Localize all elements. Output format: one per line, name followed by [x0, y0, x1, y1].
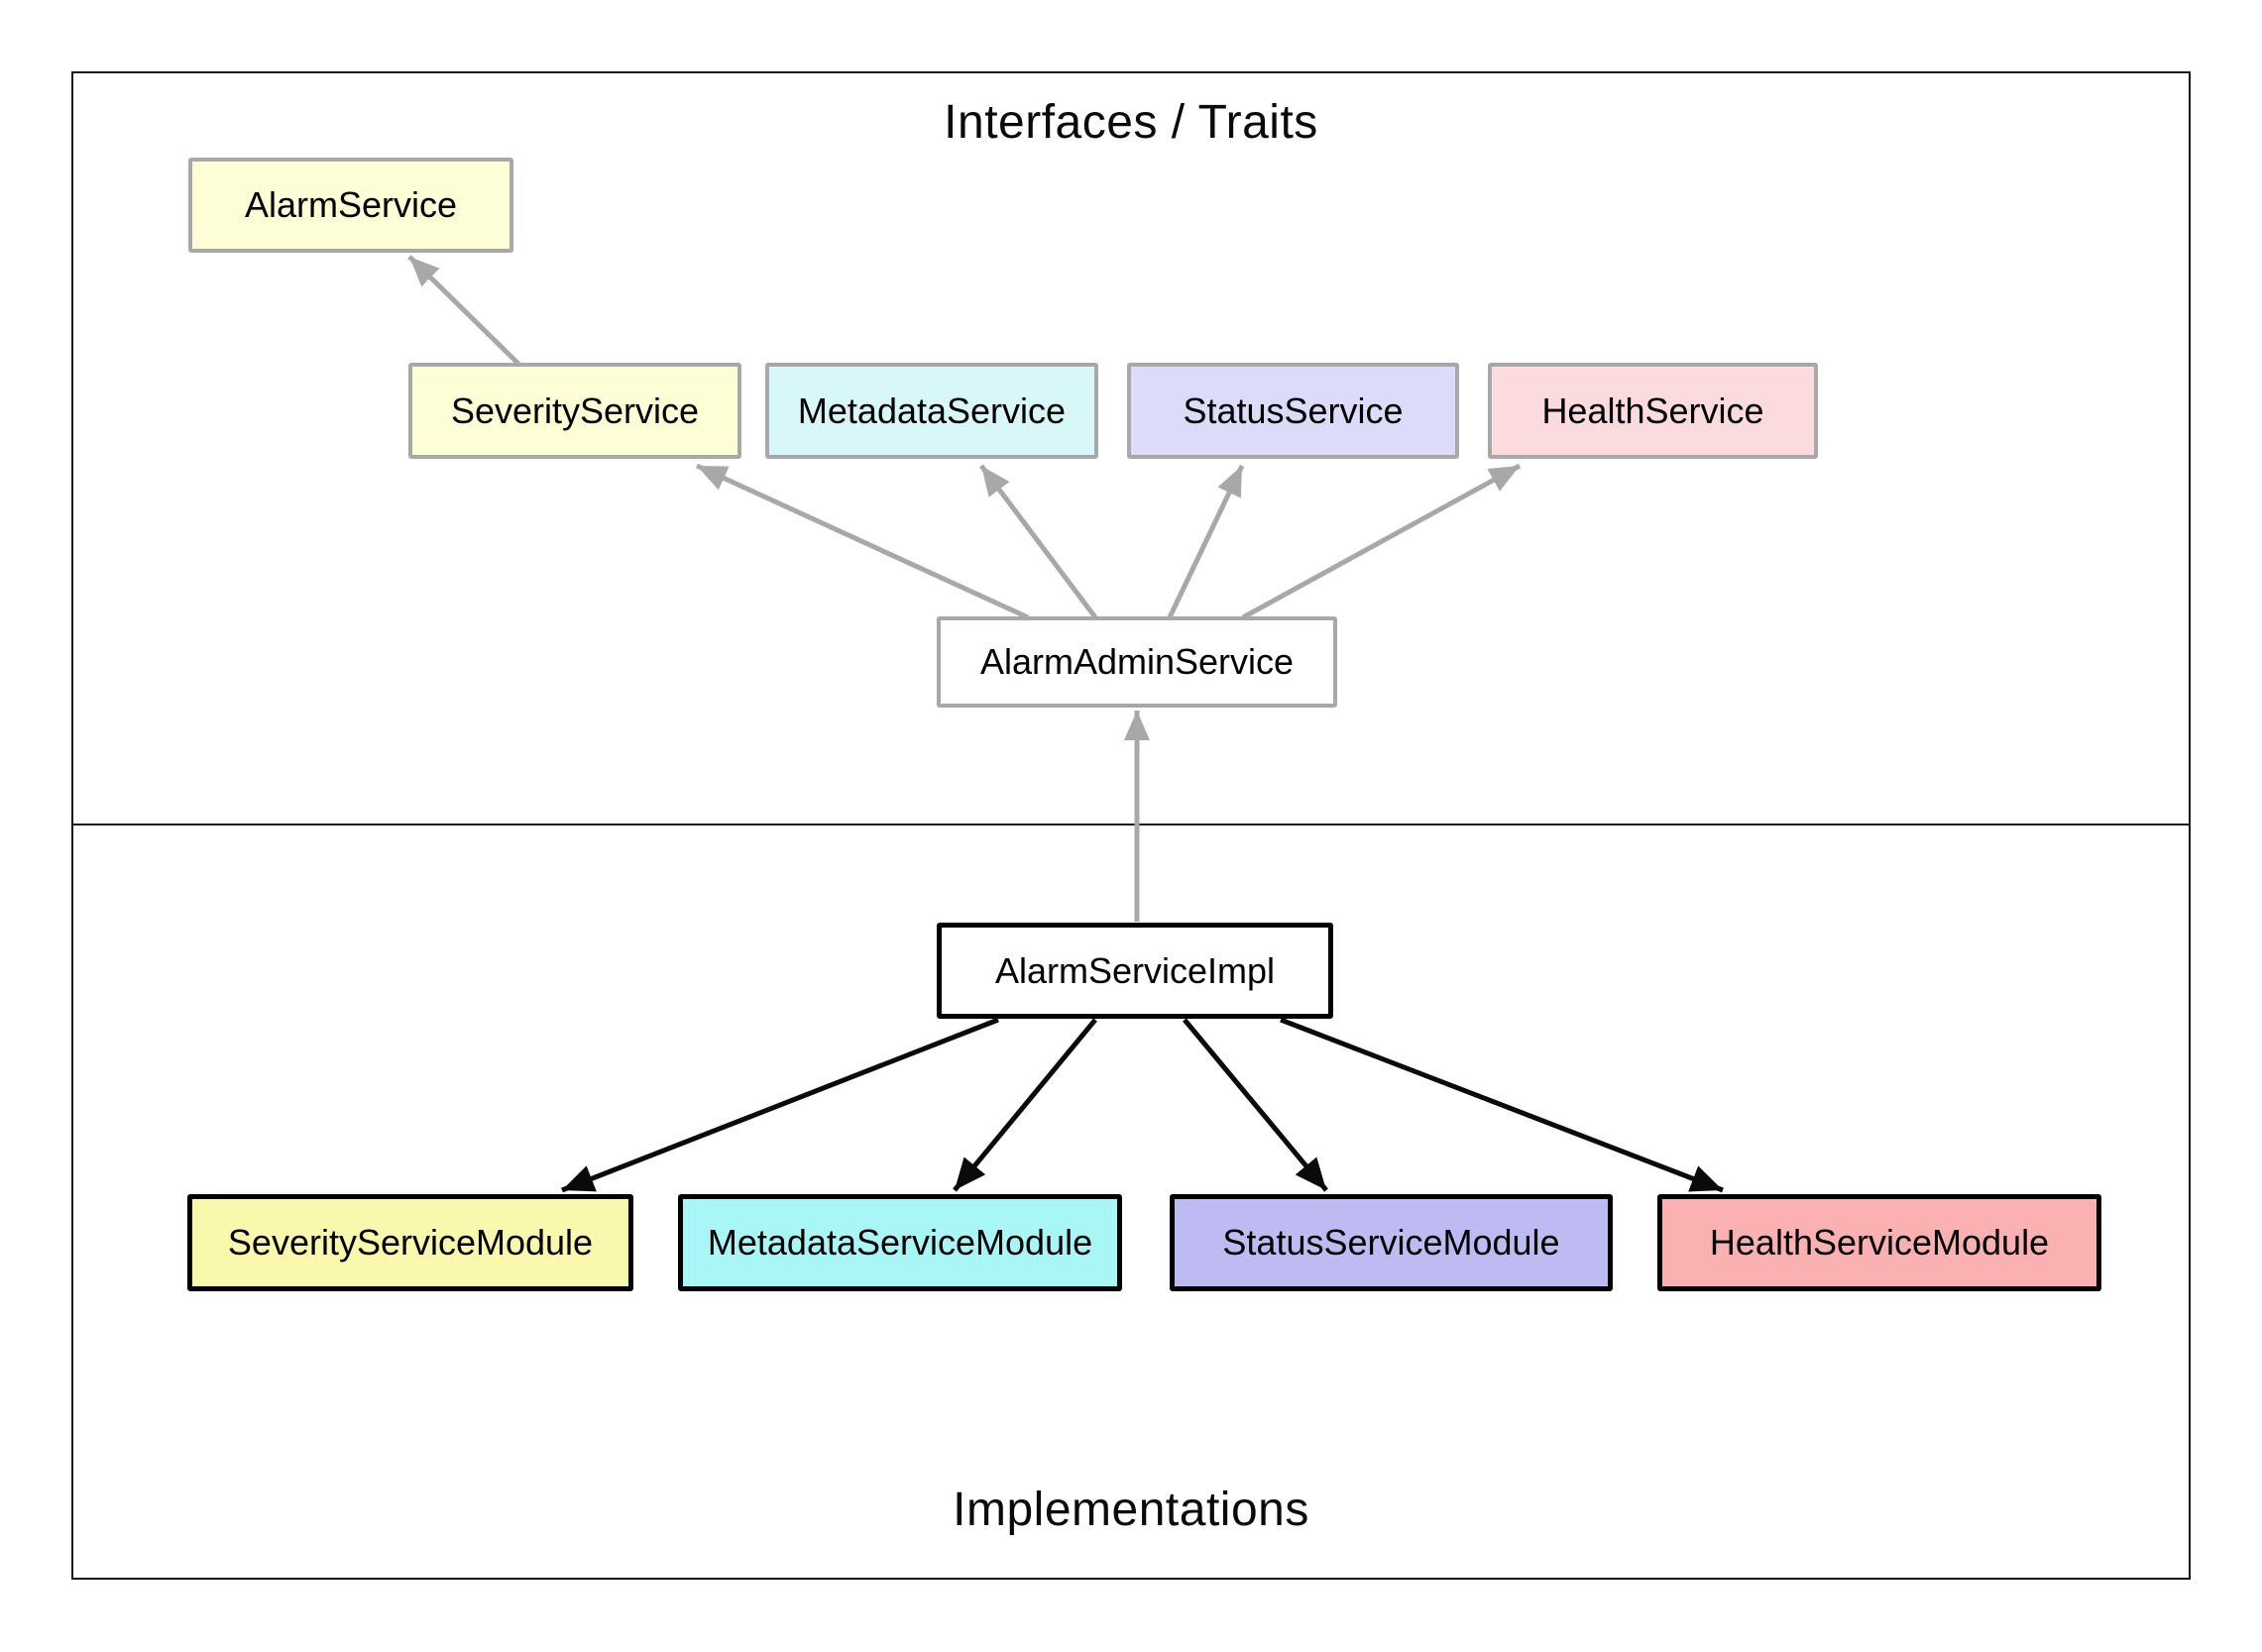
- edge-admin-extends-severity: [695, 463, 1030, 620]
- node-health-service-module: HealthServiceModule: [1657, 1194, 2101, 1291]
- edge-impl-uses-health-module: [1280, 1017, 1724, 1193]
- node-metadata-service: MetadataService: [765, 363, 1098, 459]
- edge-admin-extends-metadata: [979, 464, 1097, 619]
- interfaces-section-title: Interfaces / Traits: [944, 96, 1318, 149]
- edge-impl-uses-metadata-module: [953, 1018, 1097, 1192]
- node-severity-service-module: SeverityServiceModule: [187, 1194, 633, 1291]
- section-divider-line: [71, 824, 2191, 826]
- implementations-section-title: Implementations: [953, 1484, 1309, 1536]
- edge-impl-uses-status-module: [1183, 1018, 1328, 1192]
- node-metadata-service-module: MetadataServiceModule: [678, 1194, 1122, 1291]
- node-alarm-service-impl: AlarmServiceImpl: [937, 923, 1333, 1019]
- edge-impl-uses-severity-module: [561, 1017, 999, 1193]
- node-health-service: HealthService: [1488, 363, 1818, 459]
- edge-admin-extends-health: [1241, 463, 1522, 620]
- node-severity-service: SeverityService: [408, 363, 741, 459]
- outer-frame: [71, 71, 2191, 1580]
- edge-admin-extends-status: [1167, 464, 1245, 619]
- edge-severity-extends-alarm: [407, 255, 520, 366]
- node-status-service: StatusService: [1127, 363, 1459, 459]
- edge-lines: [407, 255, 1724, 1193]
- node-status-service-module: StatusServiceModule: [1170, 1194, 1613, 1291]
- node-alarm-service: AlarmService: [188, 158, 513, 253]
- node-alarm-admin-service: AlarmAdminService: [937, 616, 1337, 708]
